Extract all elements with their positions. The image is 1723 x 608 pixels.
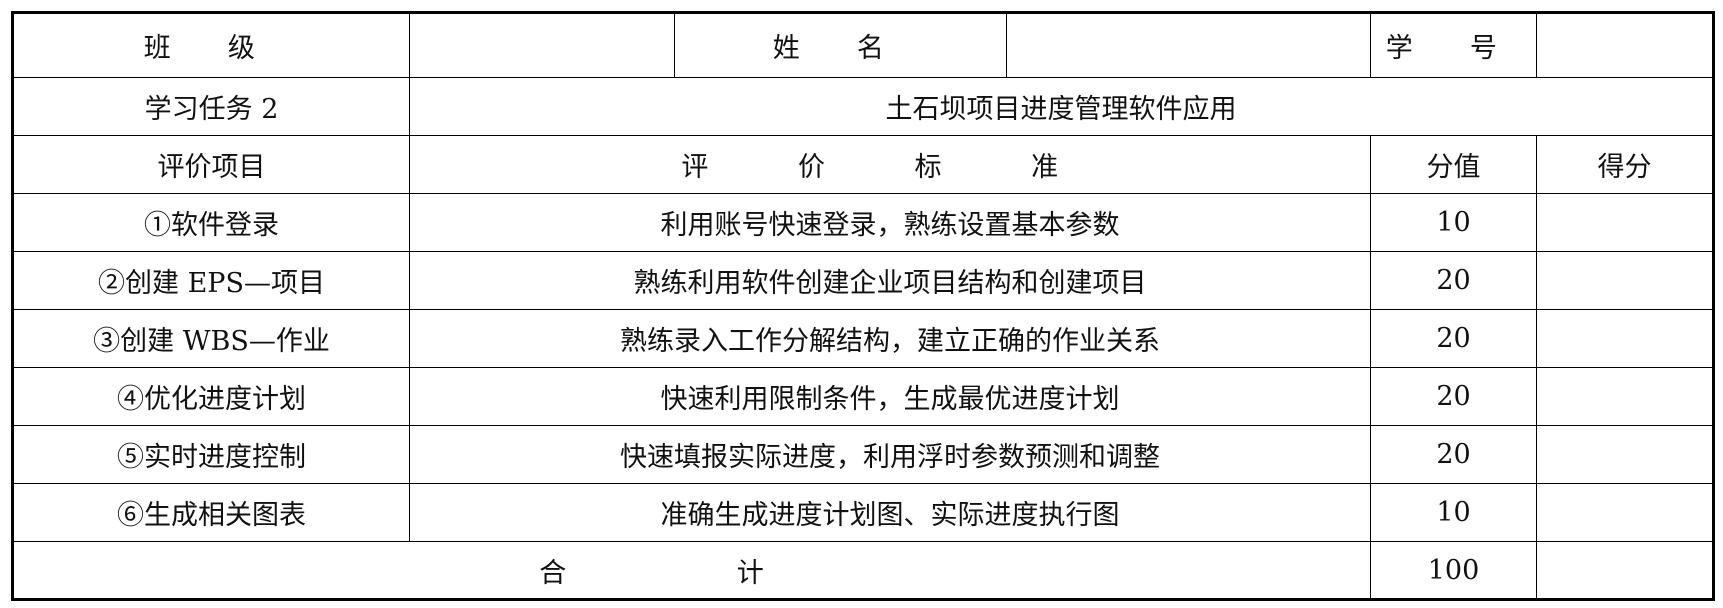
class-label: 班 级 bbox=[12, 12, 410, 78]
row-criteria: 熟练录入工作分解结构，建立正确的作业关系 bbox=[409, 309, 1371, 368]
evaluation-table: 班 级 姓 名 学 号 学习任务 2 土石坝项目进度管理软件应用 评价项目 评 … bbox=[11, 11, 1715, 601]
row-points: 20 bbox=[1370, 367, 1537, 426]
table-row: ④优化进度计划 快速利用限制条件，生成最优进度计划 20 bbox=[12, 367, 1714, 426]
task-title: 土石坝项目进度管理软件应用 bbox=[409, 77, 1714, 136]
row-item: ④优化进度计划 bbox=[12, 367, 410, 426]
header-row: 班 级 姓 名 学 号 bbox=[12, 12, 1714, 78]
task-label: 学习任务 2 bbox=[12, 77, 410, 136]
name-value[interactable] bbox=[1006, 12, 1371, 78]
name-label: 姓 名 bbox=[674, 12, 1007, 78]
row-score[interactable] bbox=[1536, 251, 1714, 310]
column-header-score: 得分 bbox=[1536, 135, 1714, 194]
table-row: ②创建 EPS—项目 熟练利用软件创建企业项目结构和创建项目 20 bbox=[12, 251, 1714, 310]
row-item: ①软件登录 bbox=[12, 193, 410, 252]
student-id-label: 学 号 bbox=[1370, 12, 1537, 78]
row-points: 20 bbox=[1370, 425, 1537, 484]
row-criteria: 熟练利用软件创建企业项目结构和创建项目 bbox=[409, 251, 1371, 310]
column-header-criteria: 评 价 标 准 bbox=[409, 135, 1371, 194]
row-score[interactable] bbox=[1536, 193, 1714, 252]
row-points: 20 bbox=[1370, 251, 1537, 310]
table-row: ③创建 WBS—作业 熟练录入工作分解结构，建立正确的作业关系 20 bbox=[12, 309, 1714, 368]
row-criteria: 快速利用限制条件，生成最优进度计划 bbox=[409, 367, 1371, 426]
row-criteria: 准确生成进度计划图、实际进度执行图 bbox=[409, 483, 1371, 542]
row-points: 10 bbox=[1370, 193, 1537, 252]
row-item: ⑥生成相关图表 bbox=[12, 483, 410, 542]
total-label: 合 计 bbox=[12, 541, 1371, 600]
row-score[interactable] bbox=[1536, 425, 1714, 484]
row-score[interactable] bbox=[1536, 483, 1714, 542]
row-score[interactable] bbox=[1536, 309, 1714, 368]
row-item: ⑤实时进度控制 bbox=[12, 425, 410, 484]
total-points: 100 bbox=[1370, 541, 1537, 600]
total-row: 合 计 100 bbox=[12, 541, 1714, 600]
class-value[interactable] bbox=[409, 12, 675, 78]
table-row: ①软件登录 利用账号快速登录，熟练设置基本参数 10 bbox=[12, 193, 1714, 252]
task-row: 学习任务 2 土石坝项目进度管理软件应用 bbox=[12, 77, 1714, 136]
row-score[interactable] bbox=[1536, 367, 1714, 426]
row-item: ②创建 EPS—项目 bbox=[12, 251, 410, 310]
column-header-row: 评价项目 评 价 标 准 分值 得分 bbox=[12, 135, 1714, 194]
row-criteria: 利用账号快速登录，熟练设置基本参数 bbox=[409, 193, 1371, 252]
row-points: 10 bbox=[1370, 483, 1537, 542]
column-header-item: 评价项目 bbox=[12, 135, 410, 194]
row-criteria: 快速填报实际进度，利用浮时参数预测和调整 bbox=[409, 425, 1371, 484]
total-score[interactable] bbox=[1536, 541, 1714, 600]
student-id-value[interactable] bbox=[1536, 12, 1714, 78]
table-row: ⑤实时进度控制 快速填报实际进度，利用浮时参数预测和调整 20 bbox=[12, 425, 1714, 484]
row-item: ③创建 WBS—作业 bbox=[12, 309, 410, 368]
row-points: 20 bbox=[1370, 309, 1537, 368]
table-row: ⑥生成相关图表 准确生成进度计划图、实际进度执行图 10 bbox=[12, 483, 1714, 542]
column-header-points: 分值 bbox=[1370, 135, 1537, 194]
